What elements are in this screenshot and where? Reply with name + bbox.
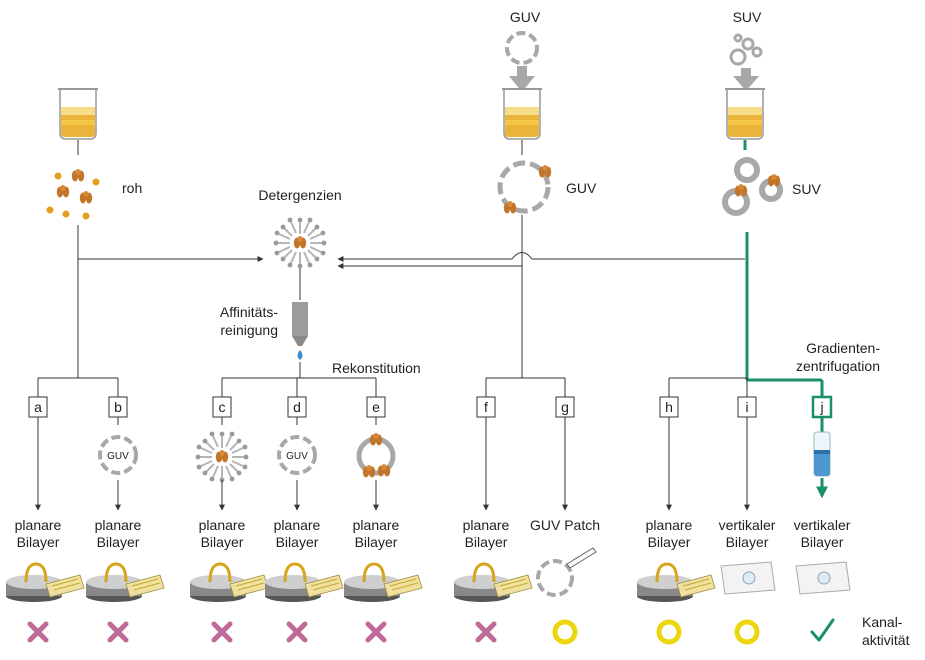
planar-bilayer-setup-icon	[635, 562, 717, 604]
no-activity-cross-icon	[368, 624, 384, 640]
planar-bilayer-setup-icon	[188, 562, 270, 604]
result-sublabel: Bilayer	[201, 534, 244, 550]
result-sublabel: Bilayer	[276, 534, 319, 550]
label-kanal-2: aktivität	[862, 632, 910, 648]
result-label: planare	[15, 517, 62, 533]
result-sublabel: Bilayer	[726, 534, 769, 550]
guv-inner-label: GUV	[107, 451, 129, 462]
result-sublabel: Bilayer	[355, 534, 398, 550]
planar-bilayer-setup-icon	[84, 562, 166, 604]
column-letter: e	[372, 399, 380, 415]
column-letter: i	[745, 399, 748, 415]
no-activity-cross-icon	[30, 624, 46, 640]
planar-bilayer-setup-icon	[263, 562, 345, 604]
label-gradient-1: Gradienten-	[806, 340, 880, 356]
centrifuge-tube-icon	[813, 431, 831, 477]
planar-bilayer-setup-icon	[4, 562, 86, 604]
label-guv-top: GUV	[510, 9, 541, 25]
label-suv-top: SUV	[733, 9, 762, 25]
micelle-icon	[196, 432, 249, 483]
result-label: planare	[199, 517, 246, 533]
guv-inner-label: GUV	[286, 451, 308, 462]
suv-proteo-vesicle-icon	[722, 157, 783, 216]
unclear-activity-ring-icon	[555, 622, 575, 642]
crude-protein-icon	[46, 169, 100, 220]
detergent-micelle-icon	[274, 218, 327, 269]
result-label: planare	[353, 517, 400, 533]
beaker-guv-icon	[501, 88, 543, 140]
result-sublabel: Bilayer	[17, 534, 60, 550]
column-letter: f	[484, 399, 488, 415]
label-detergenzien: Detergenzien	[258, 187, 341, 203]
column-letter: b	[114, 399, 122, 415]
planar-bilayer-setup-icon	[452, 562, 534, 604]
beaker-roh-icon	[57, 88, 99, 140]
label-suv-mid: SUV	[792, 181, 821, 197]
result-sublabel: Bilayer	[465, 534, 508, 550]
result-columns: aplanareBilayerbGUVplanareBilayercplanar…	[4, 378, 851, 642]
label-gradient-2: zentrifugation	[796, 358, 880, 374]
no-activity-cross-icon	[289, 624, 305, 640]
result-label: planare	[463, 517, 510, 533]
result-sublabel: Bilayer	[801, 534, 844, 550]
no-activity-cross-icon	[478, 624, 494, 640]
affinity-column-icon	[292, 302, 308, 360]
arrow-suv-to-detergent-1	[337, 252, 745, 262]
label-affinity-1: Affinitäts-	[220, 304, 278, 320]
result-label: vertikaler	[719, 517, 776, 533]
label-kanal-1: Kanal-	[862, 614, 903, 630]
column-letter: h	[665, 399, 673, 415]
column-letter: g	[561, 399, 569, 415]
guv-patch-pipette-icon	[536, 547, 597, 597]
guv-vesicle-icon: GUV	[98, 435, 138, 475]
result-label: planare	[274, 517, 321, 533]
result-sublabel: Bilayer	[97, 534, 140, 550]
result-sublabel: Bilayer	[648, 534, 691, 550]
vertical-bilayer-chip-icon	[720, 561, 776, 595]
column-letter: c	[219, 399, 226, 415]
no-activity-cross-icon	[214, 624, 230, 640]
guv-proteo-vesicle-icon	[497, 160, 552, 214]
column-letter: a	[34, 399, 42, 415]
guv-down-arrow-icon	[509, 66, 535, 92]
guv-vesicle-icon: GUV	[277, 435, 317, 475]
beaker-suv-icon	[724, 88, 766, 140]
suv-vesicles-top-icon	[729, 33, 763, 66]
channel-activity-check-icon	[810, 618, 835, 642]
proteoliposome-icon	[356, 433, 396, 478]
vertical-bilayer-chip-icon	[795, 561, 851, 595]
guv-vesicle-top-icon	[505, 31, 539, 65]
label-affinity-2: reinigung	[220, 322, 278, 338]
unclear-activity-ring-icon	[659, 622, 679, 642]
result-label: planare	[95, 517, 142, 533]
result-label: GUV Patch	[530, 517, 600, 533]
label-roh: roh	[122, 180, 142, 196]
column-letter: j	[819, 399, 823, 415]
no-activity-cross-icon	[110, 624, 126, 640]
result-label: vertikaler	[794, 517, 851, 533]
unclear-activity-ring-icon	[737, 622, 757, 642]
label-rekonstitution: Rekonstitution	[332, 360, 421, 376]
suv-down-arrow-icon	[733, 68, 759, 91]
planar-bilayer-setup-icon	[342, 562, 424, 604]
result-label: planare	[646, 517, 693, 533]
column-letter: d	[293, 399, 301, 415]
label-guv-mid: GUV	[566, 180, 597, 196]
